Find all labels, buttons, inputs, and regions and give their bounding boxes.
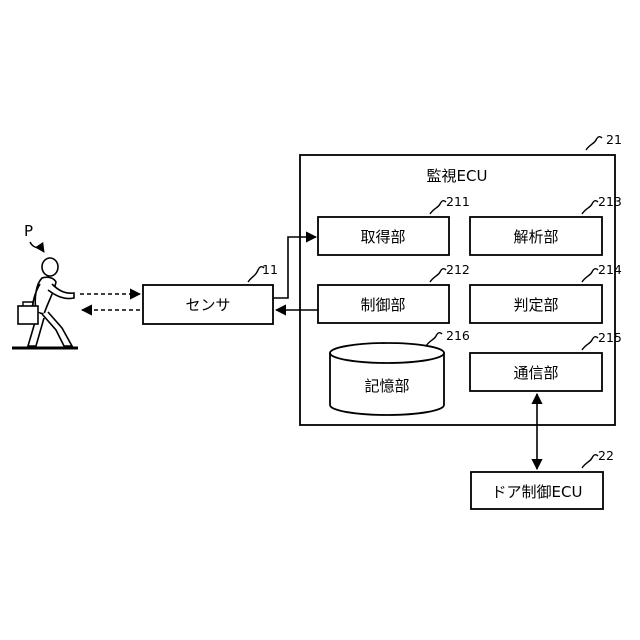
acquisition-block: 取得部 (318, 217, 449, 255)
monitor-ecu-title: 監視ECU (427, 167, 488, 185)
sensor-label: センサ (185, 296, 230, 314)
communication-block: 通信部 (470, 353, 602, 391)
storage-label: 記憶部 (364, 377, 409, 395)
control-block: 制御部 (318, 285, 449, 323)
judgment-ref: 214 (598, 262, 622, 277)
analysis-label: 解析部 (513, 228, 558, 246)
control-label: 制御部 (360, 296, 405, 314)
walking-person-figure (12, 258, 78, 348)
monitor-ecu-ref-leader (586, 137, 602, 150)
person-pointer-arrow (30, 242, 44, 252)
person-label: P (24, 222, 33, 240)
communication-label: 通信部 (513, 364, 558, 382)
door-ecu-block: ドア制御ECU (471, 472, 603, 509)
control-ref: 212 (446, 262, 470, 277)
acquisition-label: 取得部 (360, 228, 405, 246)
judgment-block: 判定部 (470, 285, 602, 323)
acquisition-ref: 211 (446, 194, 470, 209)
door-ecu-ref: 22 (598, 448, 614, 463)
sensor-ref: 11 (262, 262, 278, 277)
storage-ref: 216 (446, 328, 470, 343)
door-ecu-label: ドア制御ECU (492, 483, 583, 501)
communication-ref: 215 (598, 330, 622, 345)
storage-cylinder: 記憶部 (330, 343, 444, 415)
monitor-ecu-ref: 21 (606, 132, 622, 147)
judgment-label: 判定部 (513, 296, 558, 314)
door-ecu-ref-leader (582, 455, 598, 468)
analysis-block: 解析部 (470, 217, 602, 255)
analysis-ref: 213 (598, 194, 622, 209)
sensor-block: センサ (143, 285, 273, 324)
